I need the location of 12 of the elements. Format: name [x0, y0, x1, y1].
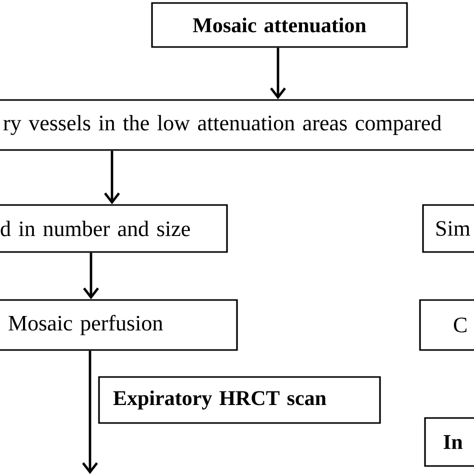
- arrow: [270, 48, 286, 100]
- process-box: In: [424, 417, 474, 467]
- process-box: C: [419, 299, 474, 351]
- arrow: [82, 350, 98, 474]
- process-box: Mosaic attenuation: [151, 2, 408, 48]
- arrow: [83, 252, 99, 300]
- process-box: d in number and size: [0, 204, 228, 253]
- process-box: Expiratory HRCT scan: [98, 376, 381, 424]
- process-box: ry vessels in the low attenuation areas compared: [0, 99, 474, 151]
- process-box: Mosaic perfusion: [0, 299, 238, 351]
- process-box: Sim: [422, 204, 474, 253]
- arrow: [104, 150, 120, 204]
